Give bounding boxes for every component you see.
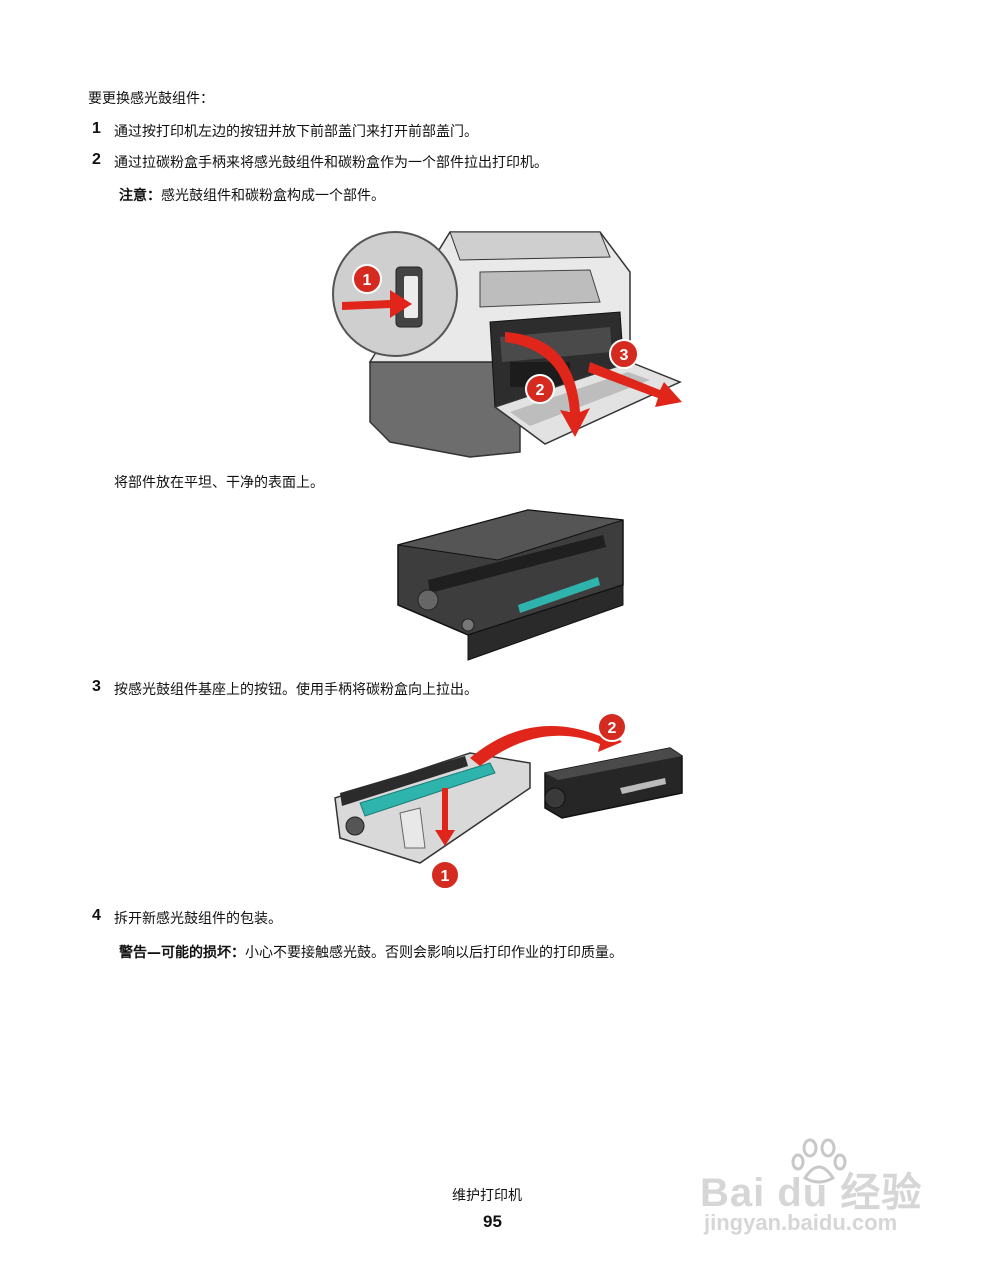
page-number: 95 xyxy=(483,1212,502,1231)
out-arrow xyxy=(588,362,682,407)
step-3-number: 3 xyxy=(92,678,101,695)
pull-arrow xyxy=(505,332,590,437)
watermark-brand: Bai du 经验 xyxy=(700,1171,923,1215)
note-text: 感光鼓组件和碳粉盒构成一个部件。 xyxy=(161,188,385,204)
callout-2-fig3: 2 xyxy=(597,712,627,742)
note: 注意：感光鼓组件和碳粉盒构成一个部件。 xyxy=(119,185,385,205)
intro-text: 要更换感光鼓组件： xyxy=(88,91,214,107)
callout-1-fig3: 1 xyxy=(430,860,460,890)
caption-flat-surface: 将部件放在平坦、干净的表面上。 xyxy=(114,475,324,491)
svg-text:1: 1 xyxy=(363,272,372,289)
baidu-jingyan-watermark: Bai du 经验 jingyan.baidu.com xyxy=(700,1138,940,1238)
svg-text:1: 1 xyxy=(441,868,450,885)
cartridge-assembly-illustration xyxy=(397,509,624,661)
press-down-arrow xyxy=(435,788,455,846)
svg-text:2: 2 xyxy=(536,382,545,399)
footer-title: 维护打印机 xyxy=(452,1188,522,1204)
teal-handle xyxy=(518,577,600,613)
callout-2-fig1: 2 xyxy=(525,374,555,404)
step-2-text: 通过拉碳粉盒手柄来将感光鼓组件和碳粉盒作为一个部件拉出打印机。 xyxy=(114,155,548,171)
callout-1-fig1: 1 xyxy=(352,264,382,294)
watermark-url: jingyan.baidu.com xyxy=(704,1210,898,1235)
warning-label: 警告—可能的损坏： xyxy=(119,945,245,961)
step-4-number: 4 xyxy=(92,907,101,924)
paw-logo-icon xyxy=(791,1138,847,1184)
printer-open-illustration: 1 2 3 xyxy=(332,231,682,458)
note-label: 注意： xyxy=(119,188,161,204)
separate-toner-illustration: 1 2 xyxy=(334,712,683,890)
lift-arrow xyxy=(470,725,622,766)
step-3-text: 按感光鼓组件基座上的按钮。使用手柄将碳粉盒向上拉出。 xyxy=(114,682,478,698)
step-2-number: 2 xyxy=(92,151,101,168)
svg-text:3: 3 xyxy=(620,347,629,364)
svg-text:2: 2 xyxy=(608,720,617,737)
press-arrow xyxy=(342,290,412,318)
step-1-text: 通过按打印机左边的按钮并放下前部盖门来打开前部盖门。 xyxy=(114,124,478,140)
step-1-number: 1 xyxy=(92,120,101,137)
callout-3-fig1: 3 xyxy=(609,339,639,369)
warning-text: 小心不要接触感光鼓。否则会影响以后打印作业的打印质量。 xyxy=(245,945,623,961)
step-4-text: 拆开新感光鼓组件的包装。 xyxy=(114,911,282,927)
warning: 警告—可能的损坏：小心不要接触感光鼓。否则会影响以后打印作业的打印质量。 xyxy=(119,942,623,962)
